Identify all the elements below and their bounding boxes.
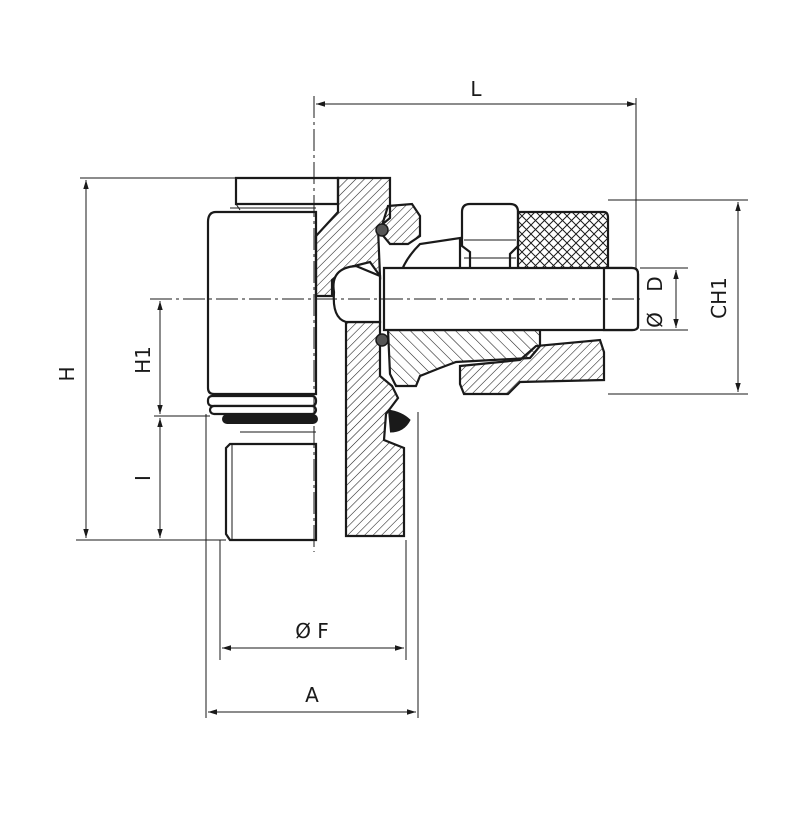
label-I: I: [131, 475, 155, 481]
dimension-labels: L D Ø CH1 H H1 I Ø F A: [55, 77, 731, 707]
fitting-body-section: [314, 176, 606, 538]
extension-lines: [76, 98, 748, 718]
dimension-lines: [83, 101, 741, 715]
label-CH1: CH1: [707, 277, 731, 319]
label-phi: Ø: [643, 312, 667, 328]
tube-connector: [382, 202, 640, 332]
label-H: H: [55, 366, 79, 381]
label-F: Ø F: [295, 619, 329, 643]
label-H1: H1: [131, 346, 155, 374]
label-D: D: [643, 276, 667, 291]
label-A: A: [305, 683, 319, 707]
centerlines: [150, 96, 640, 552]
label-L: L: [470, 77, 482, 101]
fitting-body-left-half: [206, 176, 340, 542]
